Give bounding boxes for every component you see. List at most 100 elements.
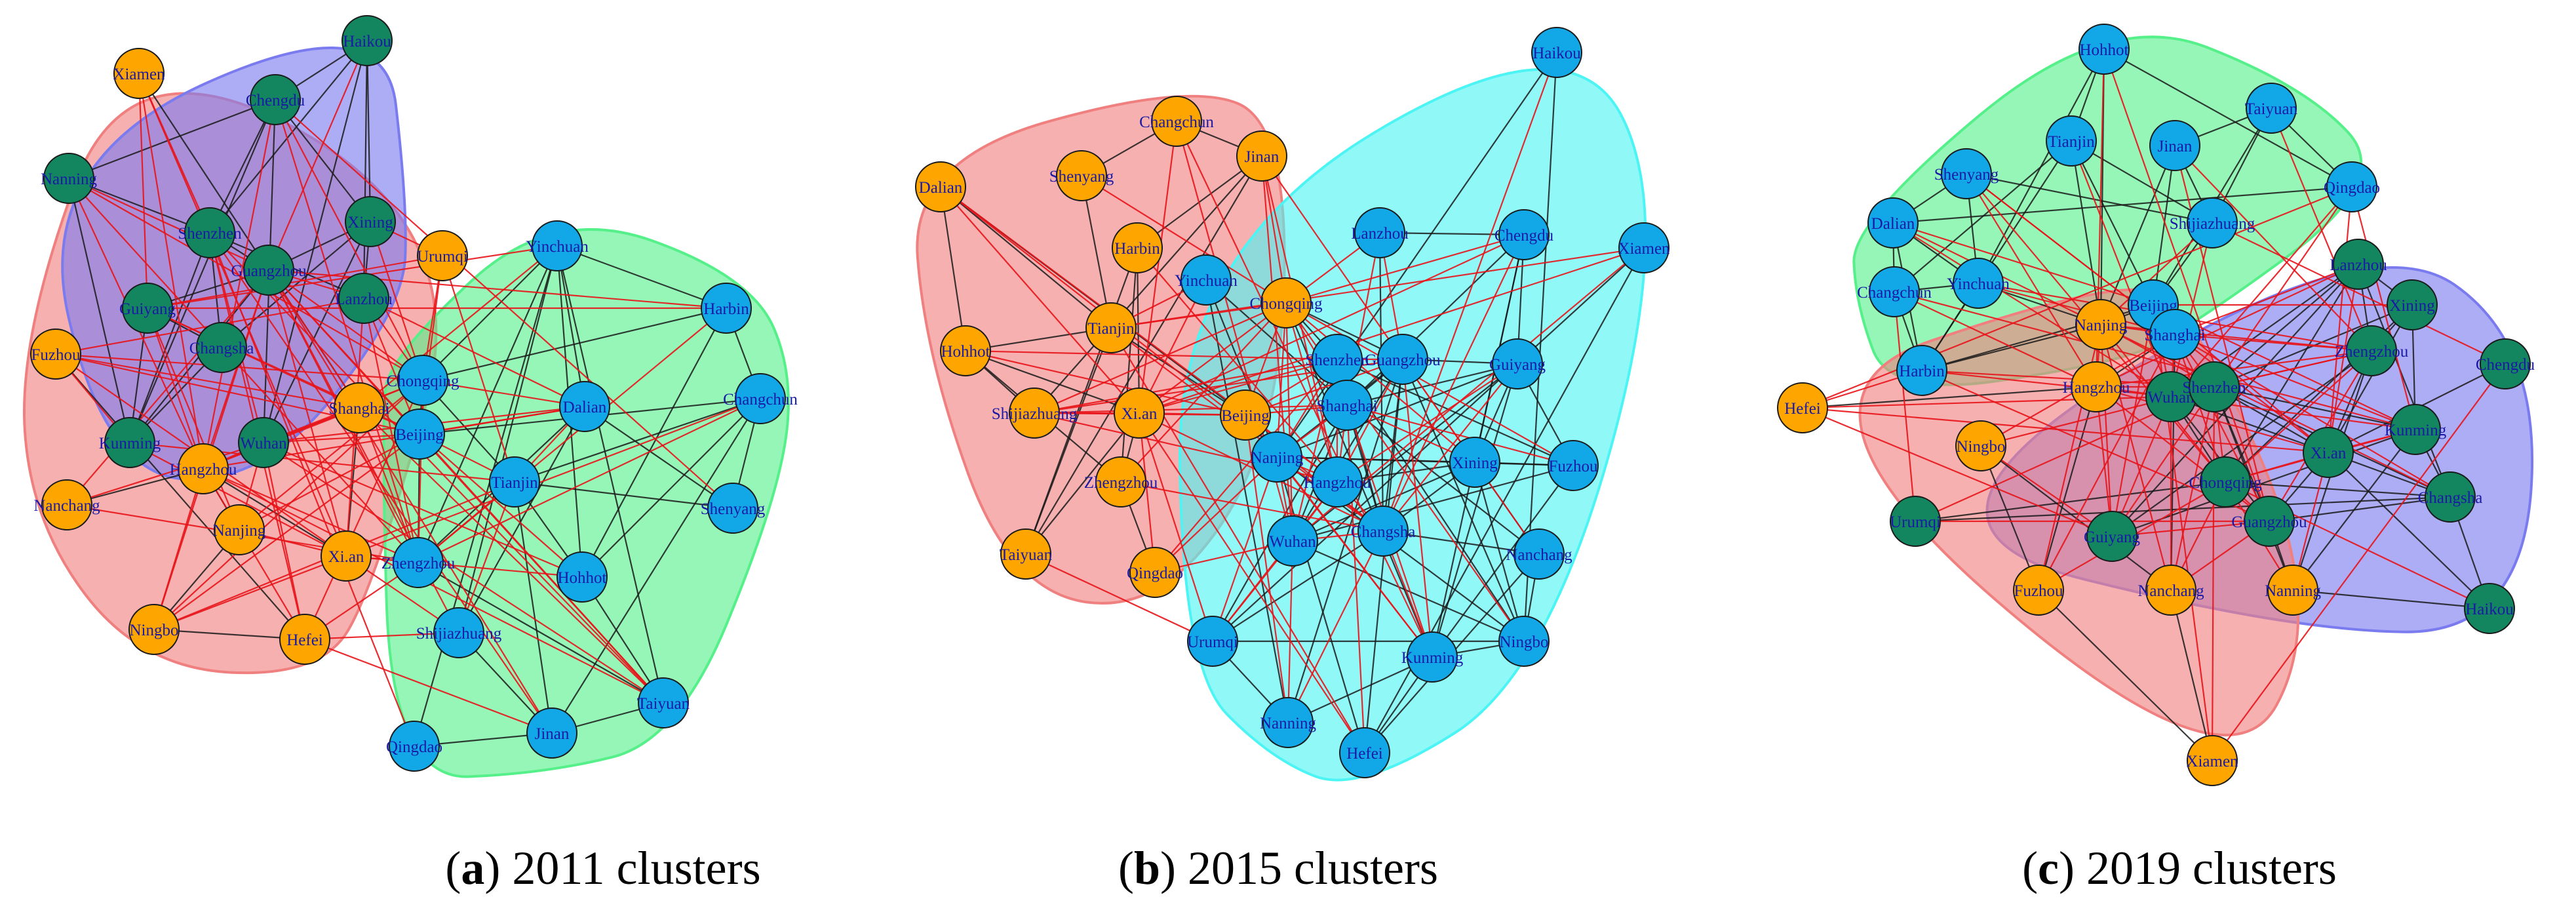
node-label: Shenyang	[1934, 166, 1999, 184]
city-node-fuzhou: Fuzhou	[1548, 440, 1599, 491]
city-node-xiamen: Xiamen	[113, 48, 165, 99]
edge-inter-cluster	[129, 442, 347, 557]
city-node-shanghai: Shanghai	[2144, 309, 2206, 360]
city-node-ningbo: Ningbo	[128, 604, 180, 655]
edge-inter-cluster	[359, 245, 558, 408]
edge-inter-cluster	[55, 353, 423, 382]
edge-inter-cluster	[965, 349, 1338, 361]
edge-inter-cluster	[55, 353, 360, 409]
network-nodes: HaikouChangchunJinanDalianShenyangLanzho…	[915, 27, 1670, 778]
node-label: Tianjin	[2048, 133, 2095, 151]
edge-inter-cluster	[267, 40, 368, 271]
edge-inter-cluster	[1802, 407, 2113, 538]
edge-inter-cluster	[66, 441, 264, 506]
node-label: Urumqi	[1187, 633, 1238, 651]
edge-inter-cluster	[2174, 333, 2416, 431]
node-label: Shanghai	[2144, 327, 2205, 344]
city-node-hefei: Hefei	[279, 614, 330, 665]
edge-intra-cluster	[1080, 175, 1112, 329]
city-node-taiyuan: Taiyuan	[1000, 528, 1053, 580]
edge-intra-cluster	[514, 397, 761, 483]
node-label: Nanning	[2265, 582, 2322, 600]
edge-inter-cluster	[153, 468, 205, 630]
node-label: Guiyang	[1489, 356, 1546, 374]
node-circle	[1187, 616, 1238, 667]
edge-intra-cluster	[422, 245, 558, 381]
node-circle	[2267, 565, 2318, 616]
node-label: Taiyuan	[2245, 100, 2298, 118]
edge-intra-cluster	[1966, 172, 2213, 224]
node-label: Fuzhou	[2014, 582, 2064, 600]
node-circle	[2078, 24, 2130, 75]
node-label: Qingdao	[2324, 179, 2380, 197]
edge-inter-cluster	[1025, 553, 1213, 642]
edge-inter-cluster	[1894, 291, 2097, 388]
node-circle	[1357, 506, 1409, 557]
city-node-haikou: Haikou	[2464, 583, 2515, 634]
edge-intra-cluster	[68, 98, 276, 180]
node-circle	[1941, 148, 1992, 199]
node-circle	[417, 230, 468, 281]
city-node-kunming: Kunming	[2385, 404, 2447, 455]
edge-inter-cluster	[1337, 363, 1518, 483]
edge-intra-cluster	[1025, 412, 1140, 555]
node-label: Zhengzhou	[2335, 343, 2409, 361]
city-node-shenyang: Shenyang	[701, 483, 766, 534]
edge-intra-cluster	[1292, 363, 1518, 542]
edge-inter-cluster	[66, 269, 269, 506]
city-node-tianjin: Tianjin	[489, 456, 540, 508]
node-circle	[1492, 338, 1543, 389]
edge-intra-cluster	[418, 562, 664, 704]
node-label: Yinchuan	[1947, 275, 2010, 293]
node-label: Wuhan	[240, 435, 287, 452]
edge-intra-cluster	[2103, 49, 2352, 188]
city-node-shenyang: Shenyang	[1934, 148, 1999, 199]
city-node-guangzhou: Guangzhou	[2231, 496, 2307, 547]
edge-inter-cluster	[239, 433, 420, 530]
node-circle	[1890, 496, 1941, 547]
node-label: Changsha	[2418, 489, 2483, 507]
edge-inter-cluster	[1893, 291, 1917, 522]
city-node-beijing: Beijing	[1220, 389, 1271, 441]
node-circle	[2086, 511, 2137, 562]
edge-intra-cluster	[1802, 386, 2097, 409]
node-circle	[1236, 130, 1287, 182]
edge-inter-cluster	[138, 73, 205, 469]
node-label: Nanchang	[1506, 546, 1572, 564]
node-label: Tianjin	[491, 474, 538, 492]
city-node-nanchang: Nanchang	[1506, 528, 1572, 580]
edge-inter-cluster	[2170, 222, 2214, 397]
edge-inter-cluster	[1802, 186, 2352, 409]
node-label: Haikou	[1532, 45, 1581, 62]
city-node-tianjin: Tianjin	[1085, 302, 1137, 353]
node-circle	[1513, 528, 1565, 580]
edge-intra-cluster	[2292, 589, 2490, 610]
node-label: Nanjing	[1251, 449, 1304, 467]
city-node-jinan: Jinan	[526, 707, 577, 759]
city-node-urumqi: Urumqi	[1890, 496, 1941, 547]
city-node-hefei: Hefei	[1777, 382, 1828, 433]
edge-inter-cluster	[2174, 333, 2372, 352]
node-label: Shenzhen	[1305, 351, 1369, 369]
edge-intra-cluster	[1292, 464, 1574, 542]
node-circle	[2187, 197, 2238, 249]
node-circle	[178, 443, 229, 494]
city-node-shijiazhuang: Shijiazhuang	[416, 607, 502, 658]
edge-inter-cluster	[1285, 233, 1525, 304]
node-circle	[1112, 222, 1163, 273]
edge-inter-cluster	[1138, 412, 1156, 573]
city-node-shenzhen: Shenzhen	[178, 207, 242, 258]
node-circle	[41, 479, 92, 530]
edge-intra-cluster	[2071, 140, 2154, 306]
node-label: Zhengzhou	[1084, 474, 1158, 492]
node-circle	[2425, 471, 2476, 523]
node-label: Guangzhou	[2231, 513, 2307, 531]
node-label: Jinan	[535, 725, 570, 743]
edge-intra-cluster	[2070, 140, 2102, 325]
edge-intra-cluster	[2328, 452, 2490, 609]
edge-inter-cluster	[2111, 304, 2155, 537]
city-node-dalian: Dalian	[915, 161, 966, 212]
node-circle	[2071, 361, 2122, 412]
node-circle	[532, 220, 583, 271]
node-label: Chongqing	[1249, 295, 1323, 313]
